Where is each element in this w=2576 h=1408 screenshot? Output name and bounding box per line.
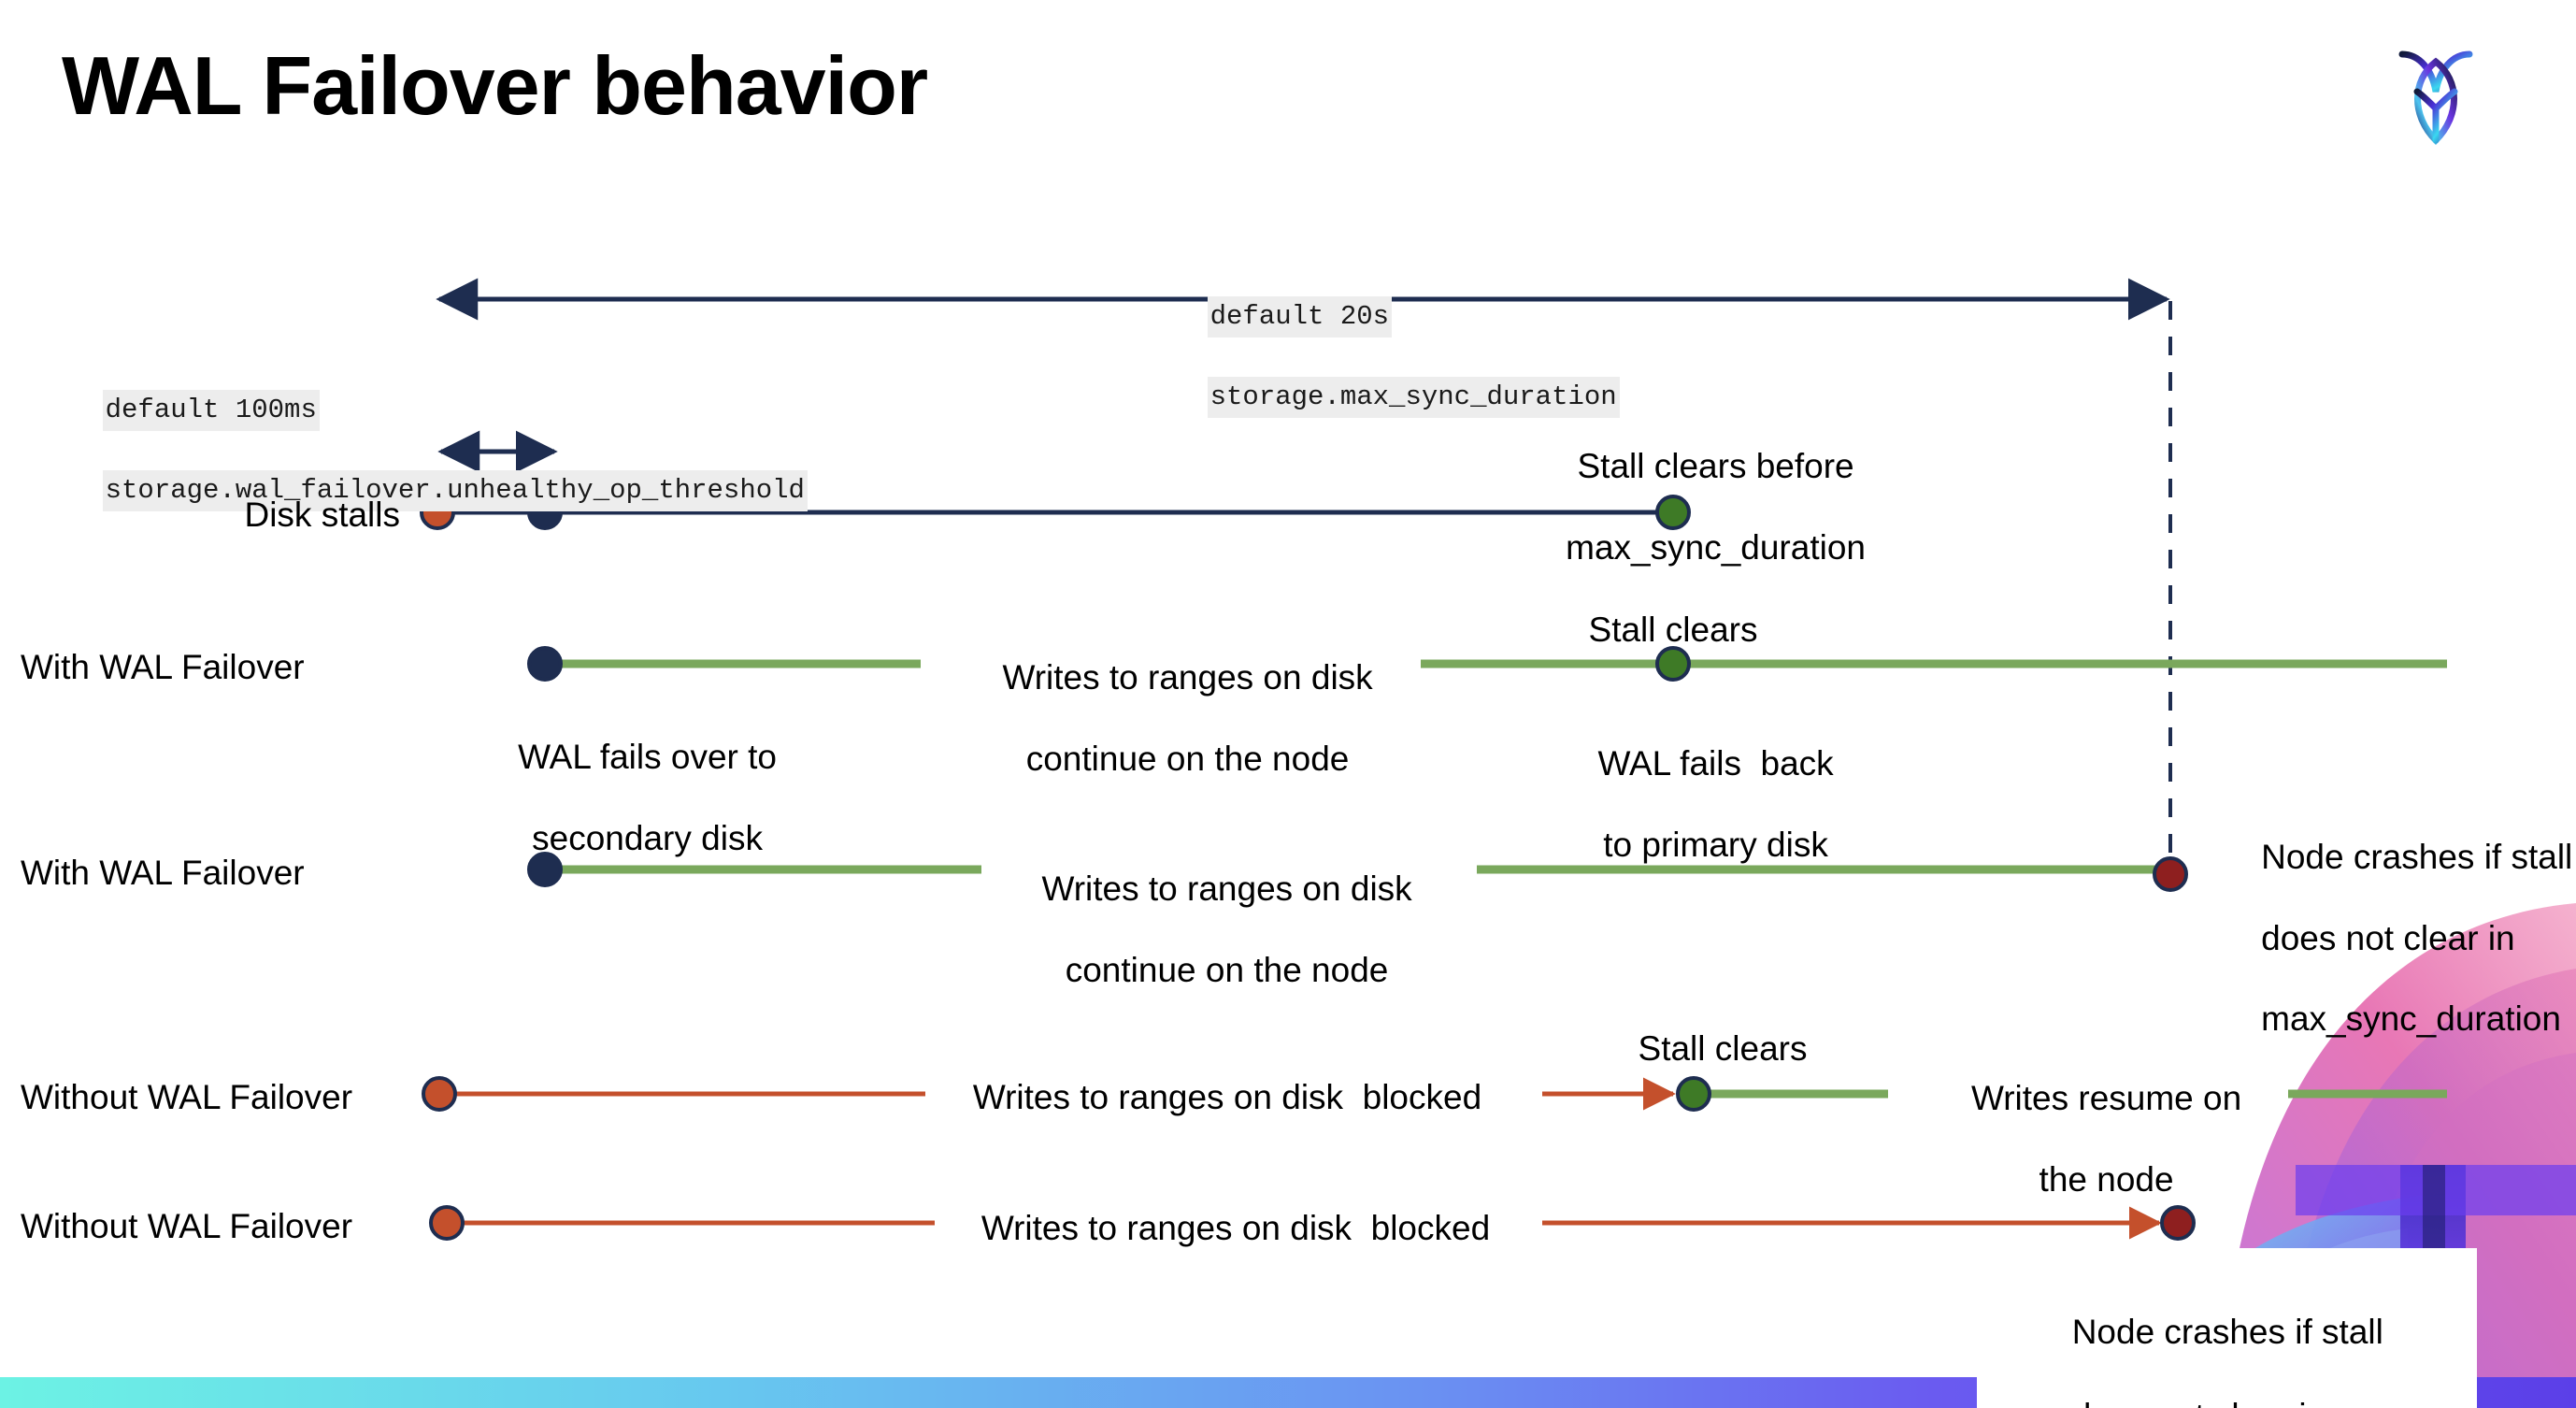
failover-dot bbox=[527, 852, 563, 887]
row-with-failover-crash-track bbox=[527, 852, 2188, 892]
row-without-failover-crash-track bbox=[429, 1205, 2196, 1241]
row-label-with-wal-failover-1: With WAL Failover bbox=[21, 648, 305, 686]
failover-dot bbox=[527, 646, 563, 682]
note-writes-resume: Writes resume on the node bbox=[1933, 1038, 2241, 1240]
unhealthy-op-threshold-annotation: default 100ms storage.wal_failover.unhea… bbox=[37, 351, 808, 551]
note-stall-clears-row2: Stall clears bbox=[1588, 611, 1758, 649]
note-stall-clears-row4: Stall clears bbox=[1638, 1029, 1808, 1068]
node-crash-dot bbox=[2160, 1205, 2196, 1241]
note-line-2: to primary disk bbox=[1603, 825, 1828, 864]
note-line-2: continue on the node bbox=[1065, 950, 1389, 989]
note-line-1: WAL fails over to bbox=[518, 738, 778, 777]
note-line-1: Writes to ranges on disk bbox=[1041, 869, 1412, 909]
row-label-without-wal-failover-2: Without WAL Failover bbox=[21, 1207, 353, 1245]
note-node-crashes-row5: Node crashes if stall does not clear in … bbox=[2014, 1269, 2383, 1408]
note-line-1: Node crashes if stall bbox=[2071, 1313, 2383, 1352]
max-sync-default-label: default 20s bbox=[1207, 296, 1393, 338]
note-line-1: WAL fails back bbox=[1597, 744, 1834, 783]
row-label-disk-stalls: Disk stalls bbox=[244, 496, 400, 534]
note-line-2: max_sync_duration bbox=[1566, 527, 1866, 567]
note-line-2: does not clear in bbox=[2261, 918, 2515, 957]
stall-clear-dot bbox=[1655, 646, 1691, 682]
note-writes-continue-2: Writes to ranges on disk continue on the… bbox=[1003, 828, 1411, 1030]
cockroachdb-logo-icon bbox=[2385, 36, 2486, 148]
note-line-1: Stall clears before bbox=[1577, 447, 1854, 486]
note-line-2: secondary disk bbox=[532, 818, 763, 857]
stall-start-dot bbox=[422, 1076, 457, 1112]
threshold-setting-label: storage.wal_failover.unhealthy_op_thresh… bbox=[102, 470, 808, 512]
stall-clear-dot bbox=[1655, 495, 1691, 530]
page-title: WAL Failover behavior bbox=[62, 39, 928, 132]
note-node-crashes-row3: Node crashes if stall does not clear in … bbox=[2223, 797, 2572, 1080]
row-label-with-wal-failover-2: With WAL Failover bbox=[21, 854, 305, 892]
node-crash-callout: Node crashes if stall does not clear in … bbox=[1977, 1248, 2477, 1408]
note-line-1: Node crashes if stall bbox=[2261, 838, 2573, 877]
row-without-failover-clears-track bbox=[422, 1076, 2447, 1112]
max-sync-duration-annotation: default 20s storage.max_sync_duration bbox=[1142, 257, 1620, 457]
note-line-3: max_sync_duration bbox=[2261, 999, 2561, 1039]
note-wal-fails-back: WAL fails back to primary disk bbox=[1559, 703, 1833, 905]
note-wal-fails-over: WAL fails over to secondary disk bbox=[479, 697, 777, 898]
note-line-2: the node bbox=[2039, 1159, 2174, 1199]
threshold-default-label: default 100ms bbox=[102, 390, 320, 432]
stall-clear-dot bbox=[1676, 1076, 1711, 1112]
note-line-1: Writes resume on bbox=[1970, 1079, 2242, 1118]
note-line-1: Writes to ranges on disk bbox=[1002, 658, 1373, 697]
note-stall-clears-before: Stall clears before max_sync_duration bbox=[1527, 406, 1866, 608]
node-crash-dot bbox=[2153, 856, 2188, 892]
note-line-2: continue on the node bbox=[1025, 739, 1350, 778]
row-label-without-wal-failover-1: Without WAL Failover bbox=[21, 1078, 353, 1116]
stall-start-dot bbox=[429, 1205, 465, 1241]
note-writes-blocked-2: Writes to ranges on disk blocked bbox=[980, 1209, 1491, 1247]
note-writes-continue-1: Writes to ranges on disk continue on the… bbox=[964, 617, 1372, 819]
note-writes-blocked-1: Writes to ranges on disk blocked bbox=[972, 1078, 1482, 1116]
max-sync-setting-label: storage.max_sync_duration bbox=[1207, 377, 1620, 419]
note-line-2: does not clear in bbox=[2072, 1397, 2326, 1408]
row-with-failover-clears-track bbox=[527, 646, 2447, 682]
